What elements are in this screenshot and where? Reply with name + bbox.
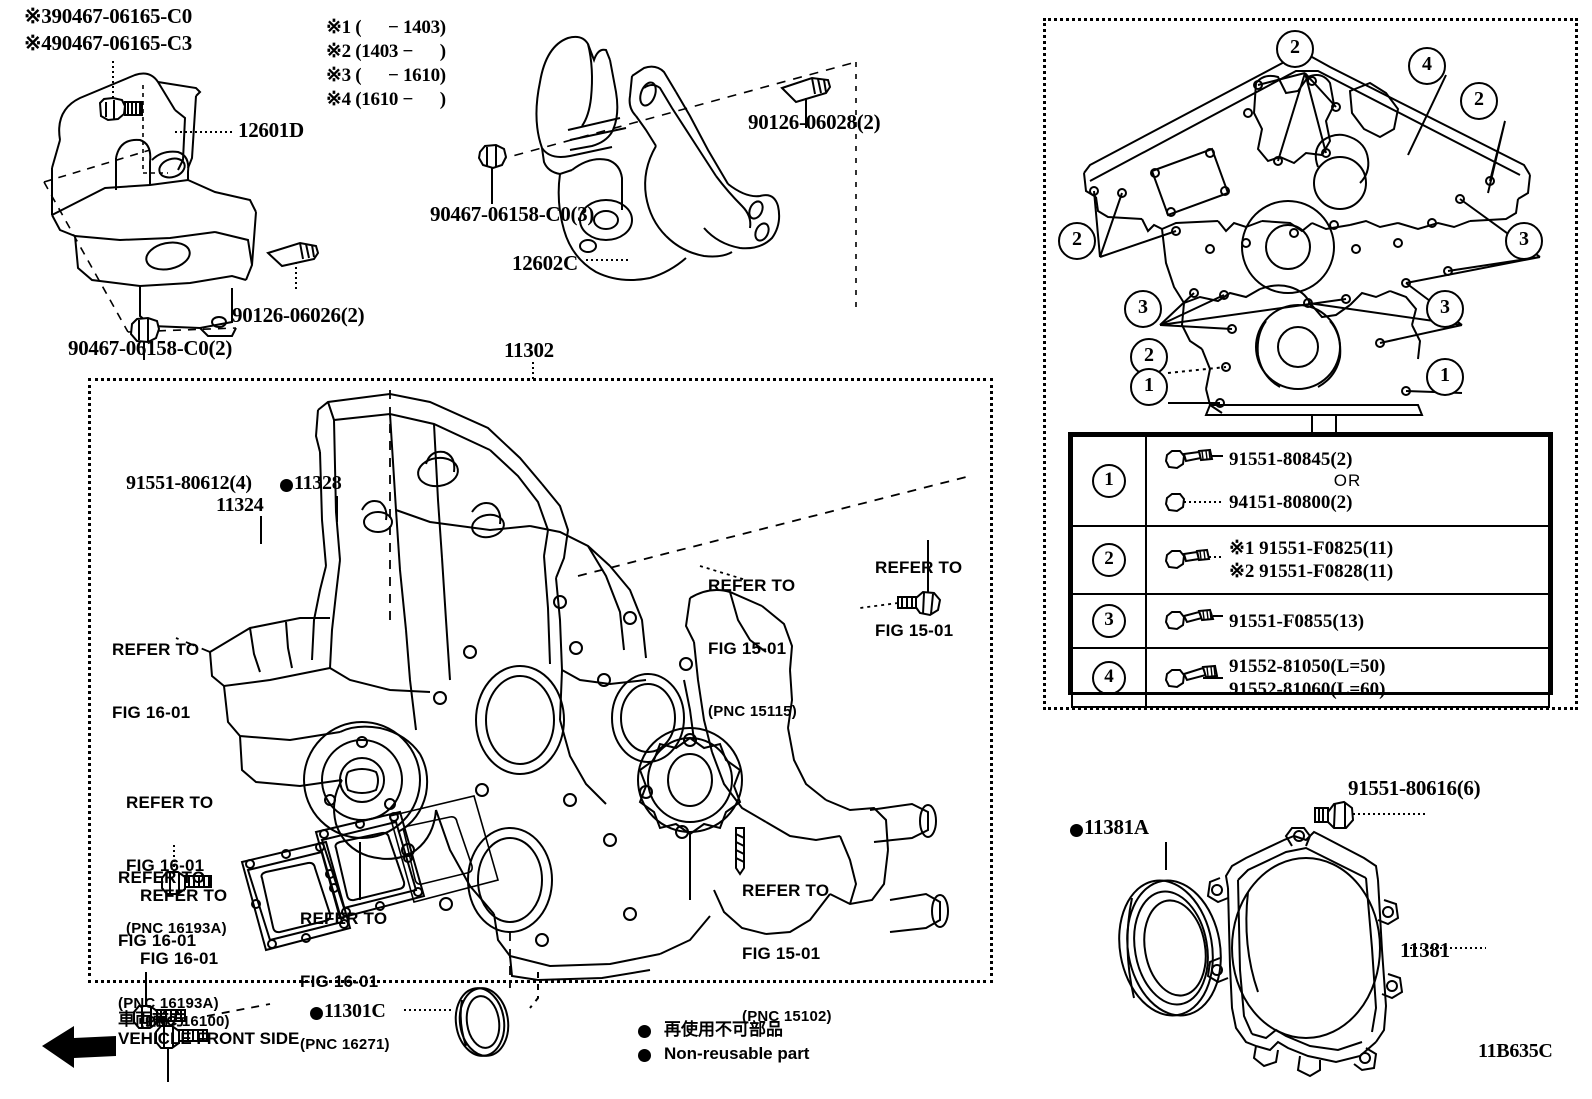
callout-11301C: 11301C	[324, 1000, 386, 1022]
timing-cover-drawing	[133, 390, 971, 1082]
exploded-callout-3-mid: 3	[1426, 290, 1464, 328]
callout-11324: 11324	[216, 494, 264, 516]
bolt-icon	[1164, 448, 1223, 469]
leader-11301c-dashed	[529, 972, 539, 1009]
part-number-490467: ※490467-06165-C3	[24, 31, 192, 55]
refer-fig16-01-16100: REFER TO FIG 16-01 (PNC 16100)	[140, 886, 230, 1030]
exploded-callout-2-top: 2	[1276, 30, 1314, 68]
refer-fig15-01-15115: REFER TO FIG 15-01 (PNC 15115)	[708, 576, 797, 720]
legend-num-3: 3	[1071, 593, 1147, 649]
nonreusable-note-en-row: Non-reusable part	[638, 1044, 809, 1064]
legend-parts-2: ※1 91551-F0825(11) ※2 91551-F0828(11)	[1145, 525, 1550, 595]
seal-11301c-drawing	[454, 987, 510, 1057]
nonreusable-dot-11381a	[1070, 823, 1083, 837]
exploded-callout-1-left: 1	[1130, 368, 1168, 406]
bracket-12601d-drawing	[43, 60, 320, 360]
nonreusable-dot-11328	[280, 478, 293, 492]
refer-fig16-01-16271: REFER TO FIG 16-01 (PNC 16271)	[300, 909, 390, 1053]
exploded-callout-3-left: 3	[1124, 290, 1162, 328]
main-diagram-panel	[88, 378, 993, 983]
exploded-callout-2-right: 2	[1460, 82, 1498, 120]
legend-num-2: 2	[1071, 525, 1147, 595]
refer-fig16-01-a: REFER TO FIG 16-01	[112, 640, 200, 722]
refer-fig15-01-top: REFER TO FIG 15-01	[875, 558, 963, 640]
callout-11381A-group: 11381A	[1070, 815, 1149, 840]
vehicle-front-arrow-icon	[42, 1026, 116, 1068]
exploded-callout-2-left: 2	[1058, 222, 1096, 260]
rear-oil-seal-drawing	[1118, 800, 1486, 1078]
leader-11328	[336, 496, 338, 522]
callout-11328: 11328	[294, 472, 342, 494]
callout-12601D: 12601D	[238, 118, 304, 142]
legend-parts-3: 91551-F0855(13)	[1145, 593, 1550, 649]
bolt-icon	[1164, 548, 1223, 570]
exploded-callout-3-right: 3	[1505, 222, 1543, 260]
exploded-callout-1-right: 1	[1426, 358, 1464, 396]
nonreusable-note-jp-row: 再使用不可部品	[638, 1015, 783, 1040]
date-note-2: ※2 (1403 − )	[326, 41, 446, 62]
leader-12602c	[586, 259, 628, 261]
legend-entry-row: ※1 91551-F0825(11) ※2 91551-F0828(11)	[1147, 537, 1548, 583]
leader-11302	[532, 362, 534, 382]
legend-table: 1 91551-80845(2) OR	[1071, 435, 1550, 708]
stud-icon	[1164, 492, 1223, 512]
date-note-1: ※1 ( − 1403)	[326, 17, 446, 38]
bolt-icon	[1164, 608, 1223, 631]
legend-row-1: 1 91551-80845(2) OR	[1071, 435, 1550, 527]
legend-parts-1: 91551-80845(2) OR 94151-80800(2)	[1145, 435, 1550, 527]
legend-num-1: 1	[1071, 435, 1147, 527]
exploded-callout-4: 4	[1408, 47, 1446, 85]
callout-11328-group: 11328	[280, 472, 342, 495]
refer-fig16-01-16193a-upper: REFER TO FIG 16-01 (PNC 16193A)	[126, 793, 227, 937]
legend-row-4: 4 91552-81050(L=50) 915	[1071, 647, 1550, 708]
exploded-cover-drawing	[1083, 55, 1541, 436]
legend-or-separator: OR	[1333, 471, 1362, 490]
nonreusable-dot-legend-jp	[638, 1024, 651, 1038]
callout-90467-06158-2: 90467-06158-C0(2)	[68, 336, 233, 360]
legend-entry-row: 91551-F0855(13)	[1147, 608, 1548, 633]
legend-entry-row: 94151-80800(2)	[1147, 491, 1548, 514]
vehicle-front-en: VEHICLE FRONT SIDE	[118, 1029, 300, 1048]
legend-parts-4: 91552-81050(L=50) 91552-81060(L=60)	[1145, 647, 1550, 708]
legend-entry-row: 91551-80845(2)	[1147, 448, 1548, 471]
callout-91551-80612: 91551-80612(4)	[126, 472, 252, 494]
callout-11381: 11381	[1400, 938, 1450, 962]
legend-table-wrapper: 1 91551-80845(2) OR	[1068, 432, 1553, 708]
callout-90126-06026: 90126-06026(2)	[232, 303, 365, 327]
leader-12601d	[175, 131, 235, 133]
callout-11302: 11302	[504, 338, 554, 362]
refer-fig16-01-16193a: REFER TO FIG 16-01 (PNC 16193A)	[118, 868, 219, 1012]
torque-sequence-panel	[1043, 18, 1578, 710]
nonreusable-note-jp: 再使用不可部品	[664, 1020, 783, 1040]
part-number-390467: ※390467-06165-C0	[24, 4, 192, 28]
legend-row-3: 3 91551-F0855(13)	[1071, 593, 1550, 649]
callout-90126-06028: 90126-06028(2)	[748, 110, 881, 134]
date-note-3: ※3 ( − 1610)	[326, 65, 446, 86]
leader-11324	[260, 516, 262, 544]
date-note-4: ※4 (1610 − )	[326, 89, 446, 110]
callout-91551-80616: 91551-80616(6)	[1348, 776, 1481, 800]
legend-entry-row: 91552-81050(L=50) 91552-81060(L=60)	[1147, 655, 1548, 701]
bolt-icon	[1164, 664, 1223, 688]
callout-12602C: 12602C	[512, 251, 578, 275]
leader-11301c	[404, 1009, 454, 1011]
callout-11381A: 11381A	[1084, 815, 1149, 839]
nonreusable-dot-11301c	[310, 1006, 323, 1020]
bracket-12602c-drawing	[477, 35, 857, 310]
refer-fig15-01-15102: REFER TO FIG 15-01 (PNC 15102)	[742, 881, 832, 1025]
legend-num-4: 4	[1071, 647, 1147, 708]
nonreusable-note-en: Non-reusable part	[664, 1044, 810, 1063]
diagram-code: 11B635C	[1478, 1040, 1553, 1062]
callout-90467-06158-3: 90467-06158-C0(3)	[430, 202, 595, 226]
nonreusable-dot-legend-en	[638, 1048, 651, 1062]
legend-row-2: 2 ※1 91551-F0825(11) ※2	[1071, 525, 1550, 595]
callout-11301C-group: 11301C	[310, 1000, 386, 1023]
vehicle-front-jp: 車両前方	[118, 1010, 186, 1030]
